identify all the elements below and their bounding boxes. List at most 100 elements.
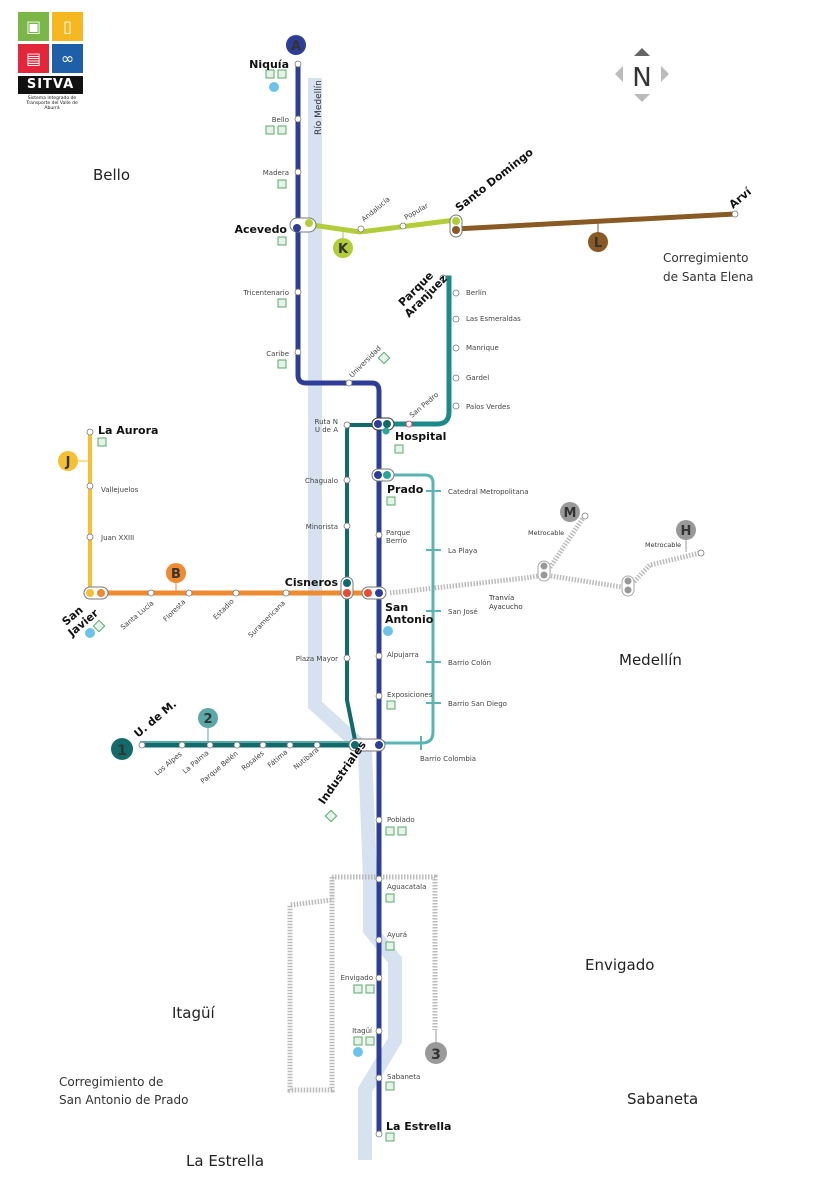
station-label-andalucia[interactable]: Andalucía: [360, 195, 392, 223]
station-label-metrocable-m[interactable]: Metrocable: [528, 529, 564, 537]
station-label-palos-verdes[interactable]: Palos Verdes: [466, 403, 510, 411]
station-dot-palos-verdes[interactable]: [452, 402, 460, 410]
station-label-santa-lucia[interactable]: Santa Lucía: [119, 599, 155, 631]
station-dot-floresta[interactable]: [185, 589, 193, 597]
station-label-barrio-colon[interactable]: Barrio Colón: [448, 659, 491, 667]
station-label-tranvia-2[interactable]: Ayacucho: [489, 603, 523, 611]
station-dot-vallejuelos[interactable]: [86, 482, 94, 490]
station-dot-suramericana[interactable]: [282, 589, 290, 597]
station-label-arvi[interactable]: Arví: [727, 185, 755, 212]
station-dot-manrique[interactable]: [452, 344, 460, 352]
station-dot-berlin[interactable]: [452, 289, 460, 297]
station-label-los-alpes[interactable]: Los Alpes: [153, 750, 184, 778]
station-dot-nutibara[interactable]: [313, 741, 321, 749]
station-dot-exposiciones[interactable]: [375, 692, 383, 700]
station-dot-gardel[interactable]: [452, 374, 460, 382]
station-label-ruta-n-1[interactable]: Ruta N: [315, 418, 338, 426]
station-label-exposiciones[interactable]: Exposiciones: [387, 691, 433, 699]
transfer-metrocable-m[interactable]: [537, 560, 551, 582]
station-label-minorista[interactable]: Minorista: [306, 523, 338, 531]
station-dot-rosales[interactable]: [259, 741, 267, 749]
station-label-ayura[interactable]: Ayurá: [387, 931, 407, 939]
station-label-cisneros[interactable]: Cisneros: [285, 576, 339, 589]
info-icon[interactable]: [353, 1047, 363, 1057]
station-label-nutibara[interactable]: Nutibara: [292, 746, 320, 772]
station-dot-parque-aranjuez[interactable]: [439, 274, 447, 282]
station-label-floresta[interactable]: Floresta: [162, 598, 187, 623]
station-dot-alpujarra[interactable]: [375, 652, 383, 660]
station-label-barrio-colombia[interactable]: Barrio Colombia: [420, 755, 476, 763]
station-label-fatima[interactable]: Fátima: [266, 748, 289, 769]
station-dot-santa-lucia[interactable]: [147, 589, 155, 597]
station-label-la-playa[interactable]: La Playa: [448, 547, 477, 555]
transfer-metrocable-h[interactable]: [621, 575, 635, 597]
station-label-la-palma[interactable]: La Palma: [181, 749, 210, 775]
station-label-universidad[interactable]: Universidad: [348, 344, 383, 379]
info-icon[interactable]: [85, 628, 95, 638]
station-label-tricentenario[interactable]: Tricentenario: [242, 289, 289, 297]
station-dot-la-aurora[interactable]: [86, 428, 94, 436]
station-dot-la-palma[interactable]: [206, 741, 214, 749]
station-label-la-estrella[interactable]: La Estrella: [386, 1120, 451, 1133]
station-dot-andalucia[interactable]: [357, 225, 365, 233]
station-dot-ayura[interactable]: [375, 936, 383, 944]
station-dot-metrocable-m-end[interactable]: [581, 512, 589, 520]
station-label-itagui[interactable]: Itagüí: [352, 1027, 373, 1035]
station-label-san-antonio-2[interactable]: Antonio: [385, 613, 434, 626]
station-dot-las-esmeraldas[interactable]: [452, 315, 460, 323]
station-dot-sabaneta[interactable]: [375, 1074, 383, 1082]
station-label-prado[interactable]: Prado: [387, 483, 424, 496]
station-label-niquia[interactable]: Niquía: [249, 58, 289, 71]
transfer-hospital[interactable]: [371, 417, 395, 435]
transfer-acevedo[interactable]: [289, 217, 317, 233]
station-label-estadio[interactable]: Estadio: [212, 598, 236, 622]
station-label-catedral[interactable]: Catedral Metropolitana: [448, 488, 528, 496]
station-dot-tricentenario[interactable]: [294, 288, 302, 296]
station-label-aguacatala[interactable]: Aguacatala: [387, 883, 426, 891]
station-dot-aguacatala[interactable]: [375, 875, 383, 883]
station-dot-parque-belen[interactable]: [233, 741, 241, 749]
info-icon[interactable]: [269, 82, 279, 92]
station-label-santo-domingo[interactable]: Santo Domingo: [453, 145, 536, 214]
station-label-rosales[interactable]: Rosales: [240, 749, 266, 772]
station-dot-ruta-n[interactable]: [343, 421, 351, 429]
station-label-envigado[interactable]: Envigado: [341, 974, 373, 982]
station-dot-fatima[interactable]: [286, 741, 294, 749]
station-label-metrocable-h[interactable]: Metrocable: [645, 541, 681, 549]
station-dot-estadio[interactable]: [232, 589, 240, 597]
transfer-prado[interactable]: [371, 468, 395, 482]
station-dot-juan-xxiii[interactable]: [86, 533, 94, 541]
transfer-san-javier[interactable]: [83, 586, 109, 600]
station-label-plaza-mayor[interactable]: Plaza Mayor: [296, 655, 338, 663]
station-label-caribe[interactable]: Caribe: [266, 350, 289, 358]
station-label-barrio-san-diego[interactable]: Barrio San Diego: [448, 700, 507, 708]
station-dot-la-estrella[interactable]: [375, 1130, 383, 1138]
station-dot-san-pedro[interactable]: [405, 420, 413, 428]
station-label-suramericana[interactable]: Suramericana: [247, 599, 287, 639]
station-dot-arvi[interactable]: [731, 210, 739, 218]
station-label-gardel[interactable]: Gardel: [466, 374, 489, 382]
station-label-san-antonio-1[interactable]: San: [385, 601, 408, 614]
station-dot-plaza-mayor[interactable]: [343, 654, 351, 662]
station-label-ruta-n-2[interactable]: U de A: [315, 426, 338, 434]
station-label-vallejuelos[interactable]: Vallejuelos: [101, 486, 139, 494]
station-dot-parque-berrio[interactable]: [375, 531, 383, 539]
station-label-san-pedro[interactable]: San Pedro: [408, 391, 440, 420]
station-dot-minorista[interactable]: [343, 522, 351, 530]
station-dot-itagui[interactable]: [375, 1027, 383, 1035]
station-label-bello[interactable]: Bello: [272, 116, 289, 124]
info-icon[interactable]: [383, 626, 393, 636]
station-label-acevedo[interactable]: Acevedo: [234, 223, 287, 236]
station-dot-envigado[interactable]: [375, 974, 383, 982]
station-label-la-aurora[interactable]: La Aurora: [98, 424, 158, 437]
station-dot-los-alpes[interactable]: [178, 741, 186, 749]
transfer-santo-domingo[interactable]: [449, 214, 463, 238]
station-label-las-esmeraldas[interactable]: Las Esmeraldas: [466, 315, 521, 323]
station-label-parque-berrio-1[interactable]: Parque: [386, 529, 410, 537]
station-label-u-de-m[interactable]: U. de M.: [132, 697, 180, 740]
station-dot-popular[interactable]: [399, 222, 407, 230]
station-dot-chagualo[interactable]: [343, 476, 351, 484]
station-label-berlin[interactable]: Berlín: [466, 289, 486, 297]
station-label-hospital[interactable]: Hospital: [395, 430, 446, 443]
transfer-cisneros[interactable]: [340, 576, 354, 600]
